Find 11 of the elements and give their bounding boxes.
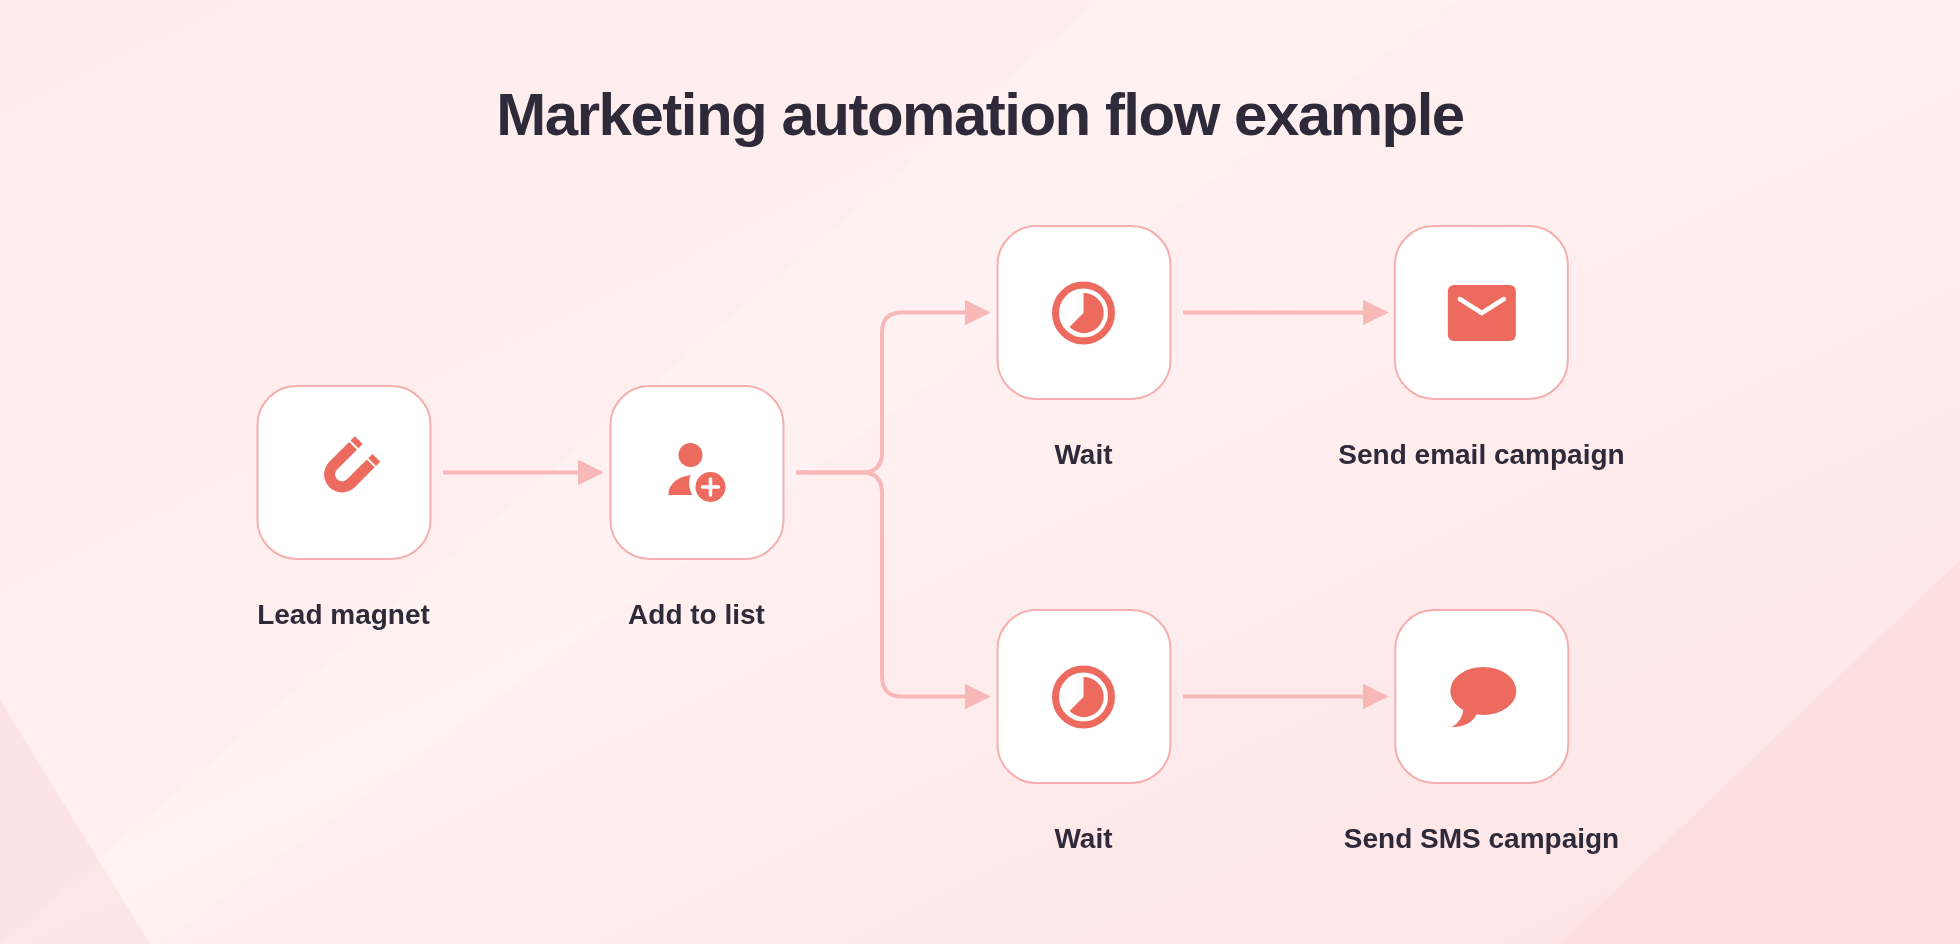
- step-label: Lead magnet: [257, 598, 430, 632]
- step-label: Send SMS campaign: [1343, 822, 1620, 856]
- arrow: [443, 459, 604, 486]
- arrow: [1183, 299, 1389, 326]
- title: Marketing automation flow example: [495, 80, 1465, 150]
- arrow: [796, 470, 991, 710]
- step-label: Send email campaign: [1338, 438, 1625, 472]
- step-label: Wait: [1054, 438, 1113, 472]
- step-label: Add to list: [628, 598, 765, 632]
- step-label: Wait: [1054, 822, 1113, 856]
- arrow: [1183, 683, 1389, 710]
